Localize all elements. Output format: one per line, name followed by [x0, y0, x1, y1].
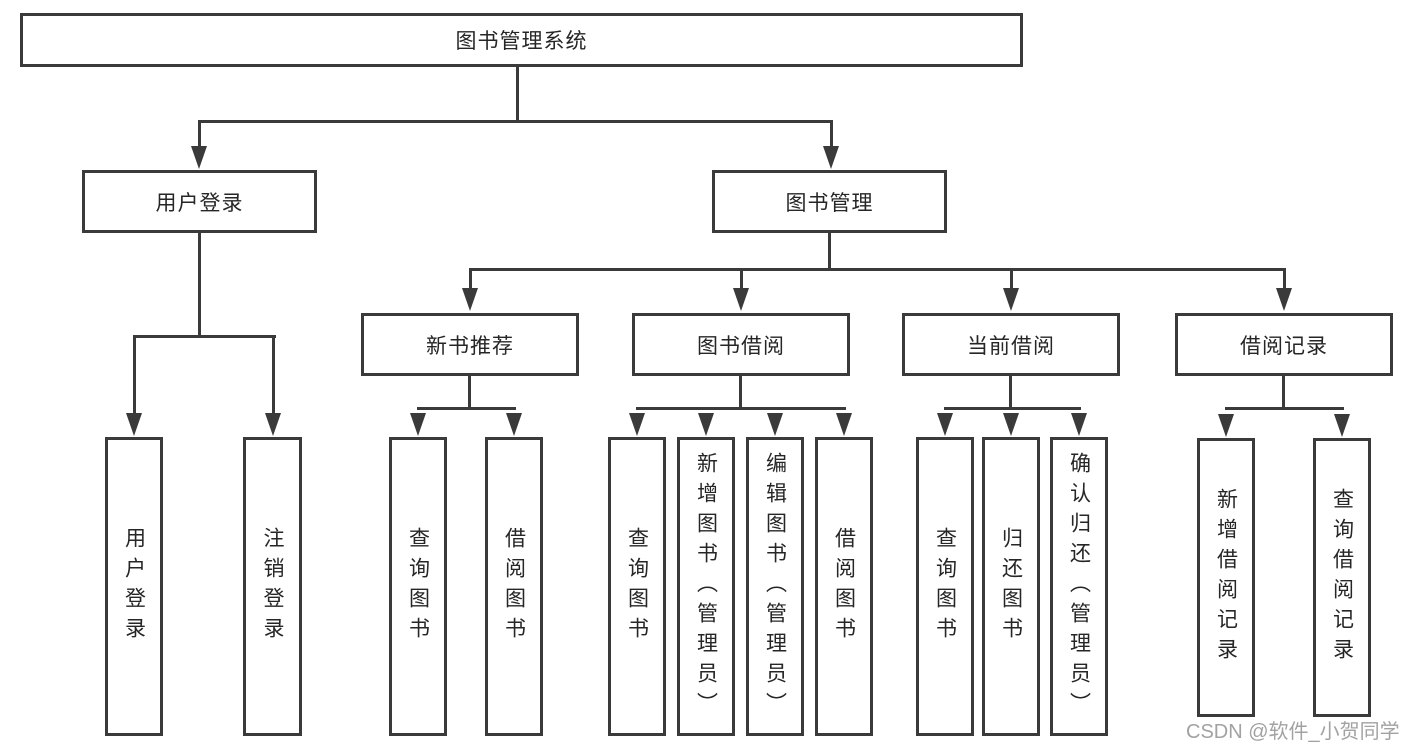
- connector-line: [636, 407, 846, 410]
- node-book-borrow-label: 图书借阅: [697, 334, 785, 358]
- arrow-down-icon: [767, 413, 783, 436]
- connector-line: [1009, 376, 1012, 410]
- node-borrow-records-label: 借阅记录: [1240, 334, 1328, 358]
- connector-line: [828, 233, 831, 271]
- arrow-down-icon: [191, 146, 207, 169]
- connector-line: [198, 233, 201, 338]
- connector-line: [198, 120, 832, 123]
- node-book-management-label: 图书管理: [785, 191, 874, 215]
- node-current-borrow-label: 当前借阅: [967, 334, 1055, 358]
- leaf-query-books-borrow-label: 查询图书: [625, 526, 649, 647]
- leaf-logout: 注销登录: [243, 437, 302, 736]
- leaf-query-borrow-record: 查询借阅记录: [1313, 438, 1371, 717]
- arrow-down-icon: [1003, 413, 1019, 436]
- node-borrow-records: 借阅记录: [1175, 313, 1393, 376]
- leaf-add-books-admin: 新增图书（管理员）: [677, 437, 735, 736]
- arrow-down-icon: [126, 413, 142, 436]
- leaf-borrow-books-recommend-label: 借阅图书: [502, 526, 526, 647]
- connector-line: [198, 120, 201, 148]
- leaf-add-borrow-record: 新增借阅记录: [1197, 438, 1255, 717]
- arrow-down-icon: [823, 146, 839, 169]
- node-user-login-label: 用户登录: [155, 191, 244, 215]
- arrow-down-icon: [629, 413, 645, 436]
- node-root-system: 图书管理系统: [20, 13, 1023, 67]
- leaf-query-books-recommend-label: 查询图书: [406, 526, 430, 647]
- leaf-confirm-return-admin: 确认归还（管理员）: [1050, 437, 1108, 736]
- leaf-query-books-borrow: 查询图书: [608, 437, 666, 736]
- node-new-book-recommend: 新书推荐: [361, 313, 579, 376]
- leaf-return-books-label: 归还图书: [999, 526, 1023, 647]
- connector-line: [417, 407, 516, 410]
- leaf-add-books-admin-label: 新增图书（管理员）: [694, 451, 718, 722]
- connector-line: [272, 335, 275, 415]
- node-root-label: 图书管理系统: [455, 30, 588, 53]
- connector-line: [133, 335, 136, 415]
- node-user-login: 用户登录: [82, 170, 317, 233]
- arrow-down-icon: [1003, 288, 1019, 311]
- arrow-down-icon: [265, 413, 281, 436]
- csdn-watermark: CSDN @软件_小贺同学: [1186, 721, 1400, 743]
- arrow-down-icon: [937, 413, 953, 436]
- leaf-edit-books-admin: 编辑图书（管理员）: [746, 437, 804, 736]
- connector-line: [516, 67, 519, 123]
- connector-line: [1283, 268, 1286, 290]
- arrow-down-icon: [733, 288, 749, 311]
- leaf-user-login-label: 用户登录: [122, 526, 146, 647]
- arrow-down-icon: [410, 413, 426, 436]
- leaf-borrow-books-label: 借阅图书: [832, 526, 856, 647]
- node-new-book-recommend-label: 新书推荐: [426, 334, 514, 358]
- leaf-return-books: 归还图书: [982, 437, 1040, 736]
- connector-line: [133, 335, 276, 338]
- connector-line: [830, 120, 833, 148]
- arrow-down-icon: [1218, 414, 1234, 437]
- connector-line: [469, 268, 1286, 271]
- connector-line: [740, 268, 743, 290]
- connector-line: [944, 407, 1081, 410]
- connector-line: [1010, 268, 1013, 290]
- leaf-edit-books-admin-label: 编辑图书（管理员）: [763, 451, 787, 722]
- connector-line: [1225, 407, 1344, 410]
- arrow-down-icon: [1276, 288, 1292, 311]
- arrow-down-icon: [506, 413, 522, 436]
- leaf-user-login: 用户登录: [105, 437, 163, 736]
- connector-line: [468, 376, 471, 410]
- arrow-down-icon: [1334, 414, 1350, 437]
- leaf-confirm-return-admin-label: 确认归还（管理员）: [1067, 451, 1091, 722]
- leaf-add-borrow-record-label: 新增借阅记录: [1214, 487, 1238, 668]
- arrow-down-icon: [1071, 413, 1087, 436]
- leaf-query-books-current-label: 查询图书: [933, 526, 957, 647]
- node-book-management: 图书管理: [712, 170, 947, 233]
- leaf-query-books-recommend: 查询图书: [389, 437, 447, 736]
- leaf-logout-label: 注销登录: [261, 526, 284, 647]
- leaf-query-books-current: 查询图书: [916, 437, 974, 736]
- arrow-down-icon: [836, 413, 852, 436]
- connector-line: [739, 376, 742, 410]
- arrow-down-icon: [462, 288, 478, 311]
- leaf-borrow-books: 借阅图书: [815, 437, 873, 736]
- leaf-query-borrow-record-label: 查询借阅记录: [1330, 487, 1354, 668]
- connector-line: [1282, 376, 1285, 410]
- arrow-down-icon: [698, 413, 714, 436]
- connector-line: [469, 268, 472, 290]
- node-book-borrow: 图书借阅: [632, 313, 850, 376]
- node-current-borrow: 当前借阅: [902, 313, 1120, 376]
- leaf-borrow-books-recommend: 借阅图书: [485, 437, 543, 736]
